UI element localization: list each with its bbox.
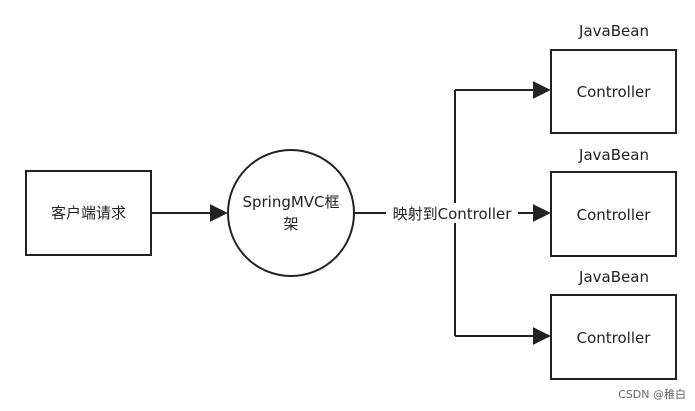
controller-box-1 <box>550 49 677 134</box>
javabean-label-1: JavaBean <box>578 22 649 40</box>
controller-box-2 <box>550 171 677 257</box>
controller-label-1: Controller <box>577 83 652 101</box>
mapping-label-bg <box>386 203 518 223</box>
javabean-label-3: JavaBean <box>578 268 649 286</box>
client-request-label: 客户端请求 <box>51 204 126 222</box>
framework-label-line1: SpringMVC框 <box>242 193 339 211</box>
springmvc-framework-node <box>227 149 355 277</box>
javabean-label-2: JavaBean <box>578 146 649 164</box>
controller-label-3: Controller <box>577 329 652 347</box>
mapping-label: 映射到Controller <box>393 205 513 223</box>
controller-label-2: Controller <box>577 206 652 224</box>
client-request-box <box>25 170 152 256</box>
framework-label-line2: 架 <box>283 215 298 233</box>
controller-box-3 <box>550 294 677 380</box>
csdn-watermark: CSDN @稚白 <box>618 387 686 401</box>
